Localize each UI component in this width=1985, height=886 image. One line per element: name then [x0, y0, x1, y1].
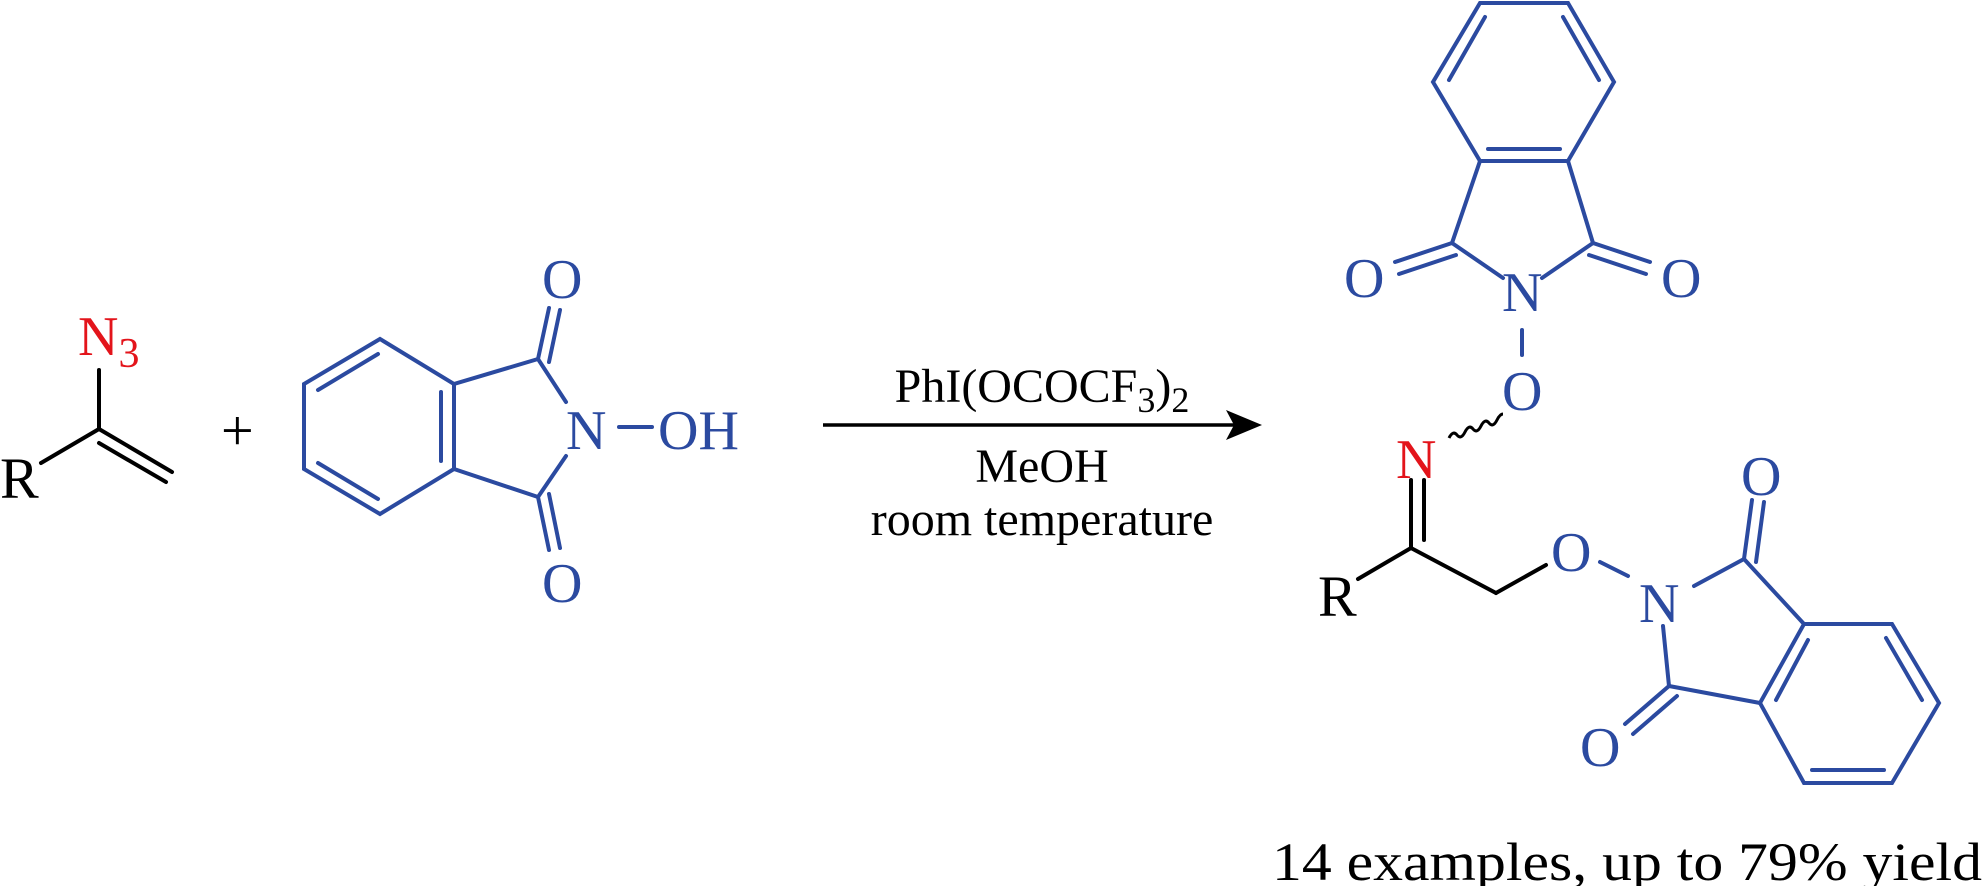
- carbonyl-o-bottom: O: [542, 553, 582, 615]
- product-r-label: R: [1318, 564, 1357, 629]
- solvent-label: MeOH: [975, 440, 1108, 493]
- product-o-right: O: [1661, 248, 1701, 310]
- r-group-label: R: [0, 446, 39, 511]
- hydroxyl-label: OH: [658, 400, 739, 462]
- vinyl-azide: R N3: [0, 306, 174, 511]
- product-o-bottom-bottom: O: [1580, 717, 1620, 779]
- azide-label: N3: [78, 306, 139, 377]
- product: O N O O N R O N O O: [1318, 1, 1942, 785]
- temperature-label: room temperature: [871, 493, 1214, 546]
- imide-n-label: N: [566, 400, 606, 462]
- carbonyl-o-top: O: [542, 249, 582, 311]
- wavy-bond: [1447, 412, 1504, 439]
- n-hydroxyphthalimide: O O N OH: [302, 249, 739, 615]
- imine-n-label: N: [1396, 429, 1436, 491]
- product-n-bottom: N: [1639, 573, 1679, 635]
- product-o-ether: O: [1551, 522, 1591, 584]
- product-o-link: O: [1502, 361, 1542, 423]
- plus-sign: +: [221, 398, 254, 463]
- reaction-arrow: [823, 410, 1262, 440]
- product-o-left: O: [1344, 248, 1384, 310]
- arrowhead-icon: [1226, 410, 1262, 440]
- reagent-label: PhI(OCOCF3)2: [895, 360, 1190, 420]
- product-o-bottom-top: O: [1741, 446, 1781, 508]
- yield-summary: 14 examples, up to 79% yield: [1272, 832, 1982, 886]
- product-n-top: N: [1502, 262, 1542, 324]
